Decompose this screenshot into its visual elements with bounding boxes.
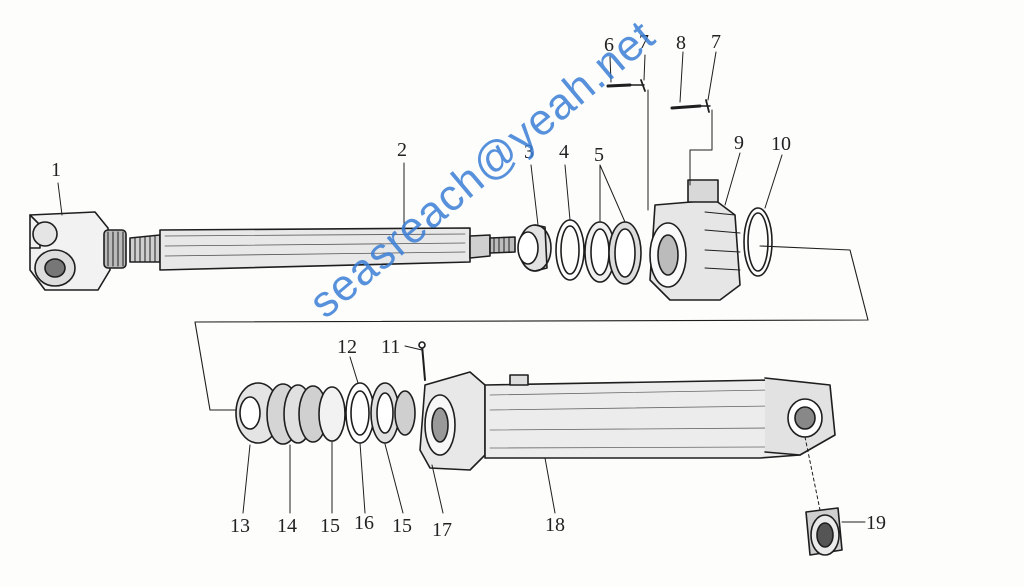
label-2: 2 xyxy=(397,139,407,161)
label-14: 14 xyxy=(277,515,297,537)
label-8: 8 xyxy=(676,32,686,54)
label-13: 13 xyxy=(230,515,250,537)
parts-6-7-8-screws xyxy=(606,79,713,211)
part-1-clevis xyxy=(29,211,127,291)
label-7b: 7 xyxy=(711,31,721,53)
label-17: 17 xyxy=(432,519,452,541)
part-5-seals xyxy=(584,221,642,285)
label-5: 5 xyxy=(594,144,604,166)
label-15b: 15 xyxy=(392,515,412,537)
label-7a: 7 xyxy=(639,31,649,53)
part-4-ring-inner xyxy=(560,225,580,275)
part-2-piston-rod xyxy=(129,227,516,271)
assembly-line xyxy=(194,245,869,411)
part-19-bushing xyxy=(804,436,843,556)
label-1: 1 xyxy=(51,159,61,181)
part-3-nut xyxy=(517,224,552,272)
part-11-pin-head xyxy=(418,341,426,349)
part-10-o-ring xyxy=(743,207,773,277)
label-4: 4 xyxy=(559,141,569,163)
leader-lines xyxy=(57,51,866,523)
label-10: 10 xyxy=(771,133,791,155)
label-15a: 15 xyxy=(320,515,340,537)
label-12: 12 xyxy=(337,336,357,358)
part-10-o-ring-inner xyxy=(747,212,769,272)
part-18-barrel xyxy=(419,371,836,471)
label-19: 19 xyxy=(866,512,886,534)
label-6: 6 xyxy=(604,34,614,56)
part-9-gland xyxy=(649,179,741,301)
parts-13-16-piston-pack xyxy=(235,382,416,445)
label-9: 9 xyxy=(734,132,744,154)
label-11: 11 xyxy=(381,336,401,358)
part-11-pin xyxy=(421,344,426,381)
label-3: 3 xyxy=(524,141,534,163)
label-16: 16 xyxy=(354,512,374,534)
label-18: 18 xyxy=(545,514,565,536)
